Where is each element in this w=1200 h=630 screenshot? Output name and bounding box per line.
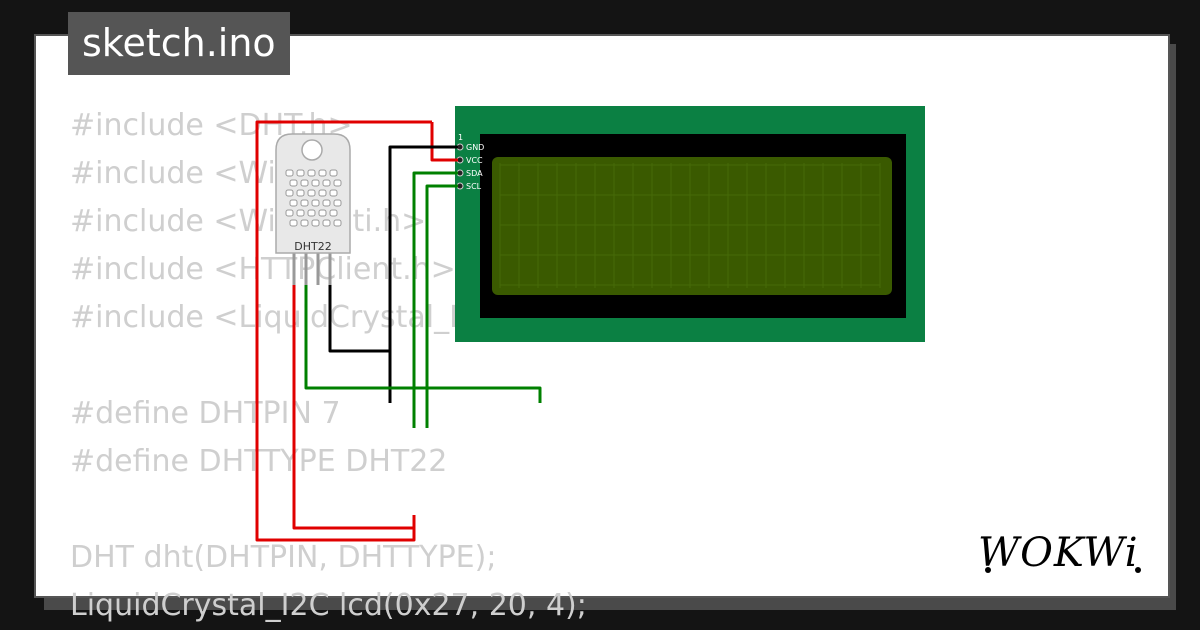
wire-dht-vcc — [292, 285, 414, 530]
wokwi-logo-text: WOKWi — [978, 530, 1139, 576]
wire-sda — [412, 171, 458, 428]
code-line: #define DHTTYPE DHT22 — [70, 444, 448, 479]
wokwi-logo: WOKWi — [978, 530, 1141, 576]
lcd-pin1-label: 1 — [458, 133, 463, 142]
lcd-pin-label-gnd: GND — [466, 143, 484, 152]
wire-vcc-lcd — [430, 122, 458, 162]
file-title-tab: sketch.ino — [68, 12, 290, 75]
dht22-sensor: DHT22 — [275, 133, 351, 285]
wire-power-loop — [255, 120, 432, 542]
wire-gnd-lcd — [388, 145, 458, 403]
dht22-mount-hole — [301, 139, 323, 161]
wire-scl — [425, 184, 458, 428]
lcd-pin-label-sda: SDA — [466, 169, 483, 178]
lcd-pin-label-scl: SCL — [466, 182, 482, 191]
lcd-pin-label-vcc: VCC — [466, 156, 483, 165]
wire-dht-data — [304, 285, 542, 403]
wires — [255, 120, 542, 542]
code-line: DHT dht(DHTPIN, DHTTYPE); — [70, 540, 497, 575]
code-line: #define DHTPIN 7 — [70, 396, 341, 431]
lcd-screen — [492, 157, 892, 295]
wire-dht-gnd — [328, 285, 390, 353]
code-line: LiquidCrystal_I2C lcd(0x27, 20, 4); — [70, 588, 587, 623]
dht22-label: DHT22 — [294, 240, 331, 253]
lcd-module: 1 GND VCC SDA SCL — [455, 106, 925, 342]
